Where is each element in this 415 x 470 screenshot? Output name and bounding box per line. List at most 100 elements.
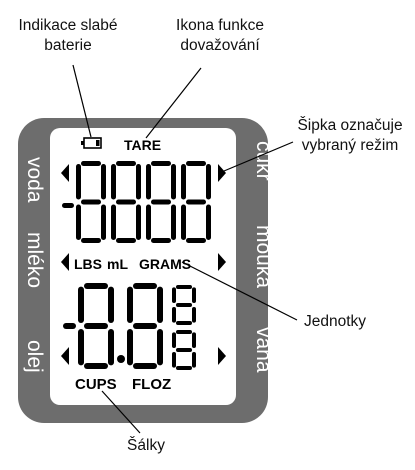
seven-segment-digit-1: [76, 161, 106, 243]
segment-c: [171, 204, 176, 240]
segment-g: [81, 199, 101, 205]
segment-d: [176, 366, 192, 370]
segment-b: [192, 332, 196, 348]
low-battery-icon: [81, 137, 102, 149]
unit-lbs: LBS: [74, 256, 102, 272]
segment-d: [186, 238, 206, 243]
segment-c: [192, 307, 196, 323]
side-label-milk: mléko: [23, 232, 46, 288]
segment-b: [108, 286, 114, 323]
segment-c: [192, 352, 196, 368]
segment-g: [151, 199, 171, 205]
seven-segment-digit-3: [146, 161, 176, 243]
segment-f: [181, 164, 186, 200]
side-label-sugar: cukr: [252, 141, 275, 181]
mode-arrow-right-upper: [218, 164, 226, 182]
seven-segment-digit-3: [172, 285, 196, 325]
callout-mode-arrow-line2: vybraný režim: [301, 137, 399, 154]
segment-b: [101, 164, 106, 200]
decimal-point: [117, 355, 125, 363]
side-label-water: voda: [23, 157, 46, 203]
segment-e: [127, 329, 133, 366]
mode-arrow-right-middle: [218, 253, 226, 271]
segment-c: [101, 204, 106, 240]
lower-seven-segment-display: [63, 283, 196, 370]
leader-battery: [72, 64, 92, 138]
tare-indicator: TARE: [124, 137, 161, 153]
segment-f: [76, 164, 81, 200]
segment-f: [78, 286, 84, 323]
lcd-screen: [50, 128, 236, 405]
mode-arrow-left-lower: [61, 347, 69, 365]
segment-d: [84, 363, 108, 369]
segment-a: [133, 283, 157, 289]
segment-e: [78, 329, 84, 366]
mode-arrow-left-upper: [61, 164, 69, 182]
minus-sign: [62, 203, 74, 208]
segment-b: [157, 286, 163, 323]
right-side-labels: cukr mouka váha: [252, 141, 275, 373]
callout-units: Jednotky: [303, 313, 367, 330]
segment-d: [151, 238, 171, 243]
callout-cups: Šálky: [127, 437, 165, 454]
callout-low-battery: Indikace slabé baterie: [2, 16, 134, 56]
segment-f: [111, 164, 116, 200]
segment-c: [157, 329, 163, 366]
segment-b: [206, 164, 211, 200]
segment-g: [84, 323, 108, 329]
segment-e: [76, 204, 81, 240]
seven-segment-digit-2: [111, 161, 141, 243]
callout-tare-line2: dovažování: [180, 37, 260, 54]
segment-a: [176, 330, 192, 334]
segment-g: [186, 199, 206, 205]
segment-f: [127, 286, 133, 323]
leader-cups: [101, 390, 141, 434]
leader-units: [181, 261, 298, 321]
unit-grams: GRAMS: [139, 256, 191, 272]
segment-f: [172, 287, 176, 303]
segment-c: [206, 204, 211, 240]
segment-b: [136, 164, 141, 200]
upper-seven-segment-display: [62, 161, 211, 243]
segment-b: [192, 287, 196, 303]
segment-a: [186, 161, 206, 166]
unit-floz: FLOZ: [132, 376, 171, 393]
segment-g: [116, 199, 136, 205]
unit-ml: mL: [107, 256, 128, 272]
segment-g: [176, 303, 192, 307]
segment-g: [133, 323, 157, 329]
segment-e: [146, 204, 151, 240]
segment-e: [111, 204, 116, 240]
callout-mode-arrow-line1: Šipka označuje: [297, 117, 403, 134]
segment-a: [151, 161, 171, 166]
left-side-labels: voda mléko olej: [23, 157, 46, 373]
segment-e: [181, 204, 186, 240]
seven-segment-digit-4: [172, 330, 196, 370]
segment-e: [172, 352, 176, 368]
segment-d: [176, 321, 192, 325]
segment-f: [146, 164, 151, 200]
segment-d: [116, 238, 136, 243]
segment-f: [172, 332, 176, 348]
leader-arrow: [223, 141, 294, 172]
side-label-weight: váha: [252, 327, 275, 373]
callout-low-battery-line2: baterie: [44, 37, 92, 54]
seven-segment-digit-4: [181, 161, 211, 243]
segment-e: [172, 307, 176, 323]
leader-tare: [145, 67, 202, 139]
mode-arrow-right-lower: [218, 347, 226, 365]
callout-low-battery-line1: Indikace slabé: [18, 17, 118, 34]
minus-sign: [63, 323, 76, 329]
segment-c: [136, 204, 141, 240]
unit-cups: CUPS: [75, 376, 117, 393]
side-label-oil: olej: [23, 340, 46, 373]
segment-c: [108, 329, 114, 366]
segment-b: [171, 164, 176, 200]
segment-a: [81, 161, 101, 166]
segment-d: [81, 238, 101, 243]
mode-arrow-left-middle: [61, 253, 69, 271]
callout-tare-line1: Ikona funkce: [176, 17, 264, 34]
side-label-flour: mouka: [252, 225, 275, 288]
callout-tare: Ikona funkce dovažování: [160, 16, 280, 56]
